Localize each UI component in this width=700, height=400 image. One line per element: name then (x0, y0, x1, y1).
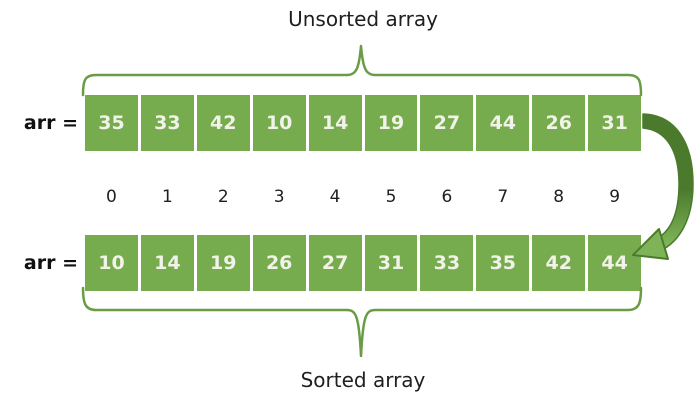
index-row: 0 1 2 3 4 5 6 7 8 9 (85, 183, 641, 211)
sorted-array-cell: 35 (476, 235, 530, 291)
unsorted-array-cell: 10 (252, 95, 306, 151)
index-label: 5 (385, 187, 397, 207)
sorted-array-cell: 10 (85, 235, 138, 291)
curved-arrow-icon (632, 113, 694, 260)
sorted-array-cell: 26 (252, 235, 306, 291)
sorted-array-cell: 31 (364, 235, 418, 291)
curly-brace-down-icon (81, 44, 643, 97)
unsorted-array-cell: 27 (420, 95, 474, 151)
sorted-array-title: Sorted array (300, 368, 426, 392)
index-label: 4 (329, 187, 341, 207)
arr-label-unsorted: arr = (23, 112, 78, 134)
curved-arrow-band (642, 113, 694, 252)
unsorted-array-cell: 33 (140, 95, 194, 151)
sorted-array-cell: 19 (196, 235, 250, 291)
unsorted-array-cell: 26 (532, 95, 586, 151)
unsorted-array-cell: 14 (308, 95, 362, 151)
unsorted-array-cell: 42 (196, 95, 250, 151)
index-label: 0 (106, 187, 117, 207)
index-label: 3 (273, 187, 285, 207)
index-label: 7 (497, 187, 509, 207)
unsorted-array-cell: 31 (588, 95, 642, 151)
sorted-array-cell: 44 (588, 235, 642, 291)
index-label: 9 (609, 187, 621, 207)
index-label: 8 (553, 187, 565, 207)
sorted-array-cell: 33 (420, 235, 474, 291)
index-label: 2 (217, 187, 229, 207)
curly-brace-up-icon (81, 286, 643, 358)
unsorted-array-cell: 19 (364, 95, 418, 151)
sorted-array-cell: 14 (140, 235, 194, 291)
sorted-array-cell: 42 (532, 235, 586, 291)
sorted-array-cell: 27 (308, 235, 362, 291)
index-label: 1 (161, 187, 173, 207)
unsorted-array-title: Unsorted array (288, 7, 438, 31)
unsorted-array-cell: 44 (476, 95, 530, 151)
unsorted-array-cell: 35 (85, 95, 138, 151)
index-label: 6 (441, 187, 453, 207)
arr-label-sorted: arr = (23, 252, 78, 274)
